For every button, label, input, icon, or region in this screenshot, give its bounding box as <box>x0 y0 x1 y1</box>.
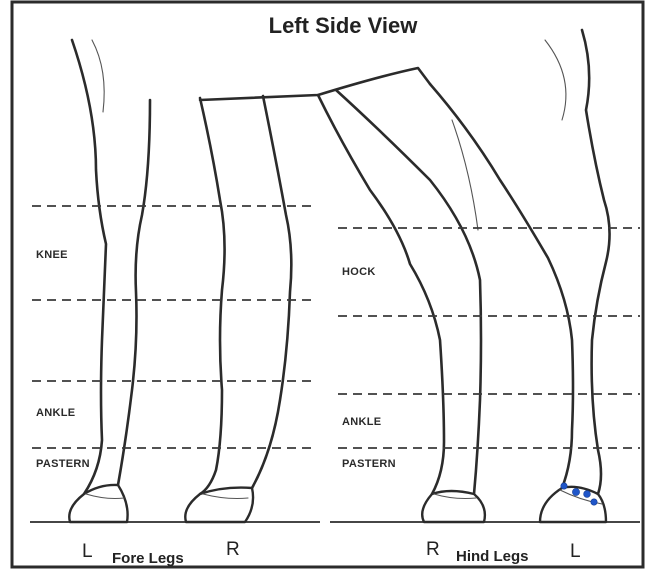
marking-spot <box>572 488 579 495</box>
hind-pastern-label: PASTERN <box>342 458 396 470</box>
hind-left-letter: L <box>570 541 581 562</box>
diagram-frame <box>12 2 643 567</box>
fore-ankle-label: ANKLE <box>36 407 75 419</box>
hind-ankle-label: ANKLE <box>342 416 381 428</box>
hind-hock-label: HOCK <box>342 266 376 278</box>
fore-left-letter: L <box>82 541 93 562</box>
hind-legs-label: Hind Legs <box>456 548 529 565</box>
marking-spot <box>591 499 597 505</box>
marking-spot <box>561 483 567 489</box>
fore-knee-label: KNEE <box>36 249 68 261</box>
fore-right-letter: R <box>226 539 240 560</box>
marking-spot <box>584 491 591 498</box>
diagram-title: Left Side View <box>269 13 419 38</box>
fore-legs-label: Fore Legs <box>112 550 184 567</box>
fore-pastern-label: PASTERN <box>36 458 90 470</box>
hind-right-letter: R <box>426 539 440 560</box>
